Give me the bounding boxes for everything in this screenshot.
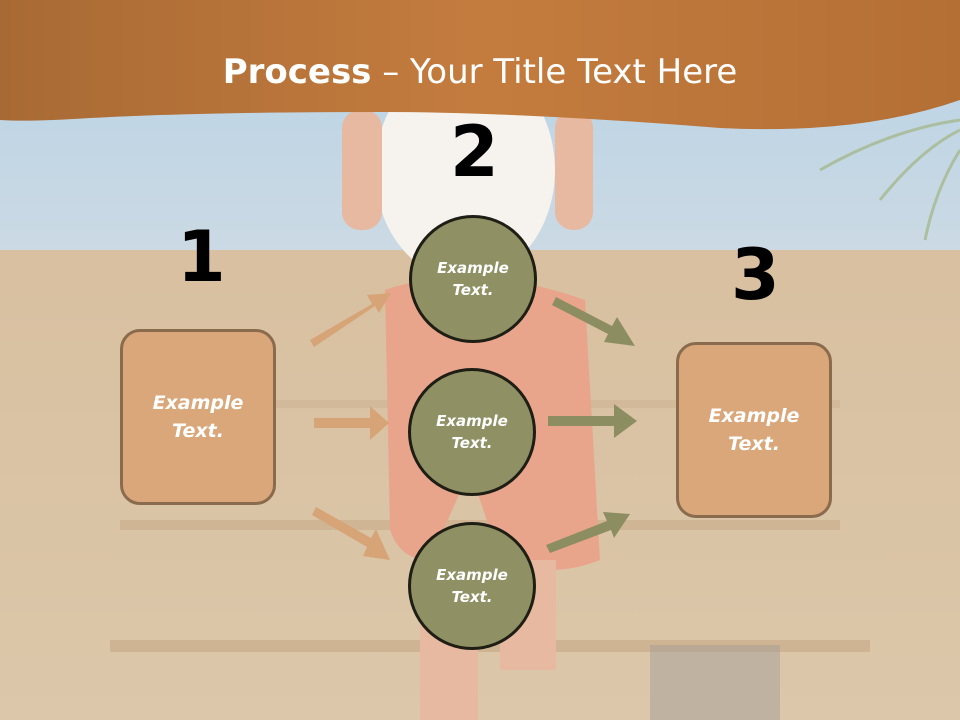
title-rest: – Your Title Text Here	[371, 52, 738, 92]
left-box: Example Text.	[120, 329, 276, 505]
circle-middle: Example Text.	[408, 368, 536, 496]
left-box-text: Example Text.	[152, 391, 244, 443]
circle-top-text: Example Text.	[437, 258, 509, 300]
arrow-right-middle	[548, 404, 637, 438]
page-title: Process – Your Title Text Here	[0, 52, 960, 92]
right-box-text: Example Text.	[708, 404, 800, 456]
circle-top: Example Text.	[409, 215, 537, 343]
title-band	[0, 0, 960, 130]
left-arrows	[310, 293, 391, 560]
circle-bottom: Example Text.	[408, 522, 536, 650]
arrow-right-upper	[552, 297, 635, 346]
circle-middle-text: Example Text.	[436, 411, 508, 453]
step-number-3: 3	[731, 234, 780, 316]
arrow-left-upper	[310, 293, 391, 347]
step-number-1: 1	[177, 216, 226, 298]
arrow-left-lower	[312, 507, 390, 560]
right-arrows	[546, 297, 637, 553]
arrow-right-lower	[546, 512, 630, 553]
step-number-2: 2	[450, 111, 499, 193]
right-box: Example Text.	[676, 342, 832, 518]
title-bold: Process	[222, 52, 372, 92]
circle-bottom-text: Example Text.	[436, 565, 508, 607]
arrow-left-middle	[314, 406, 389, 440]
